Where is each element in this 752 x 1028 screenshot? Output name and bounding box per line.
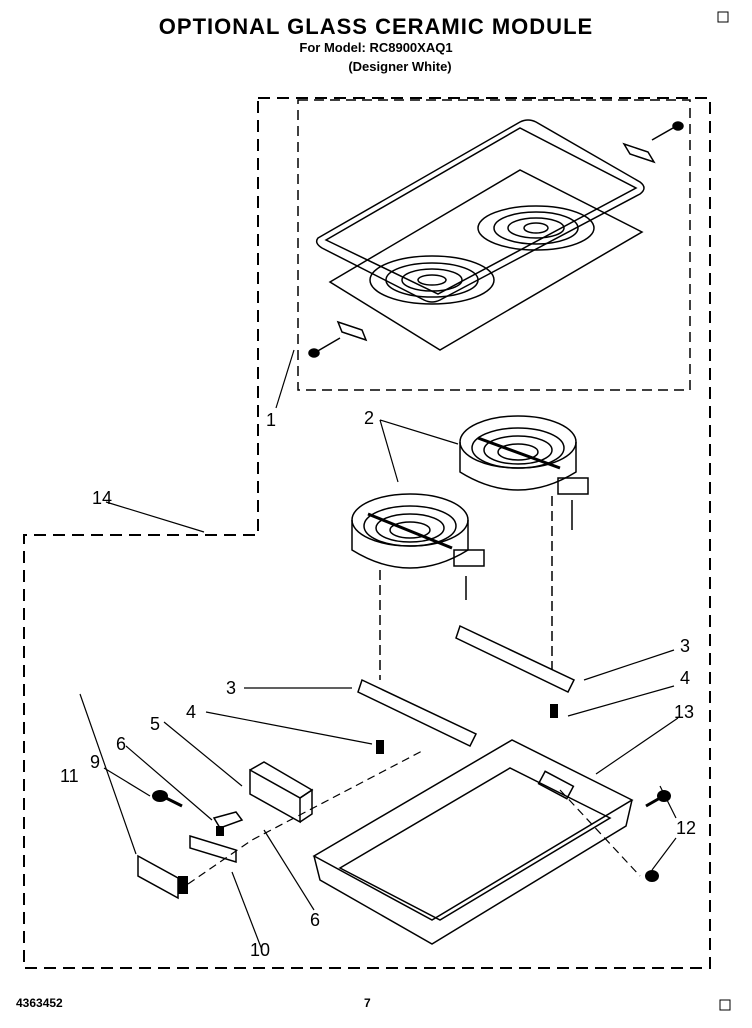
callout-3-right: 3 [680, 636, 691, 656]
screw-part-9 [152, 790, 183, 808]
glass-top-boundary [297, 99, 691, 391]
callout-13: 13 [674, 702, 695, 722]
color-line: (Designer White) [348, 59, 452, 74]
surface-element-right [459, 415, 589, 530]
bracket-right [455, 624, 576, 693]
callout-11: 11 [60, 766, 79, 786]
callout-6-top: 6 [116, 734, 127, 754]
callout-2: 2 [364, 408, 375, 428]
glass-cooktop [315, 119, 645, 351]
callout-4-right: 4 [680, 668, 691, 688]
screw-part-12-bottom [645, 870, 659, 882]
callout-6-bottom: 6 [310, 910, 321, 930]
callout-9: 9 [90, 752, 101, 772]
screw-part-12-top [645, 790, 671, 808]
part-number: 4363452 [16, 996, 63, 1010]
surface-element-left [351, 493, 485, 600]
callout-4-left: 4 [186, 702, 197, 722]
clip-part-6 [212, 811, 244, 829]
page-number: 7 [364, 996, 371, 1010]
callout-3-left: 3 [226, 678, 237, 698]
glass-clip-right [622, 121, 684, 164]
bracket-part-10 [189, 834, 237, 864]
leader-lines [79, 349, 679, 951]
wiring-dashed-right [559, 789, 641, 877]
glass-clip-left [308, 320, 368, 358]
corner-mark-top [717, 11, 729, 23]
screw-right [550, 704, 558, 718]
terminal-block [249, 761, 314, 824]
screw-left [376, 740, 384, 754]
connector-part-11-plug [178, 876, 188, 894]
callout-12: 12 [676, 818, 697, 838]
callout-5: 5 [150, 714, 161, 734]
connector-part-11 [137, 854, 179, 900]
diagram-title: OPTIONAL GLASS CERAMIC MODULE [158, 14, 594, 39]
callout-14: 14 [92, 488, 113, 508]
bracket-left [357, 678, 478, 747]
clip-part-6-tab [216, 826, 224, 836]
base-pan [312, 739, 634, 945]
callout-1: 1 [266, 410, 277, 430]
model-line: For Model: RC8900XAQ1 [299, 40, 453, 55]
corner-mark-bottom [719, 999, 731, 1011]
callout-10: 10 [250, 940, 271, 960]
